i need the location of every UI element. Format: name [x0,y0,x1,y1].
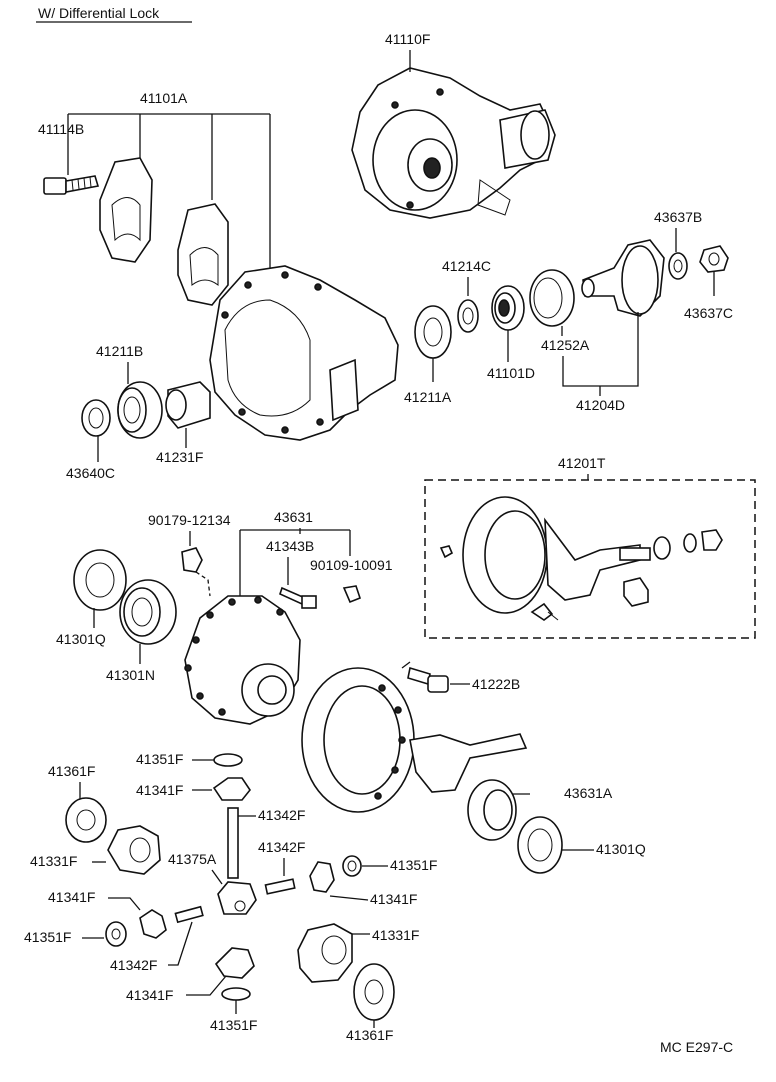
pinion-41341F-d [214,947,255,979]
pin-41342F-c [174,905,204,924]
carrier-housing-41101A [209,265,399,441]
label-41341F-b: 41341F [370,891,417,907]
washer-41361F-a [65,797,107,843]
bearing-41301N [119,579,177,645]
carrier-assembly-41110F [351,67,556,219]
label-43631A: 43631A [564,785,613,801]
label-41351F-b: 41351F [390,857,437,873]
ring-gear [301,667,528,813]
label-41211A: 41211A [404,389,452,405]
label-41101D: 41101D [487,365,535,381]
bolt-90179-12134 [181,547,203,573]
bearing-41211A [414,305,452,359]
pin-41342F-b [264,878,296,895]
label-41351F-c: 41351F [24,929,71,945]
label-41101A: 41101A [140,90,188,106]
bearing-race-41252A [529,269,575,327]
diff-case-43631 [184,595,301,725]
washer-43637B [668,252,688,280]
seal-43640C [81,399,111,437]
diagram-title: W/ Differential Lock [38,5,160,21]
label-90179-12134: 90179-12134 [148,512,231,528]
pinion-41341F-c [139,909,167,939]
bearing-43631A [467,779,517,841]
bearing-cap-1 [99,157,153,263]
side-gear-41331F-a [107,825,161,875]
bolt-90109-10091 [342,585,361,604]
washer-41351F-d [221,987,251,1001]
label-41342F-c: 41342F [110,957,157,973]
label-41342F-a: 41342F [258,807,305,823]
label-43631: 43631 [274,509,313,525]
block-41375A [217,881,257,915]
ring-pinion-kit-41201T [439,496,723,621]
label-41301Q-a: 41301Q [56,631,106,647]
label-41351F-d: 41351F [210,1017,257,1033]
label-41342F-b: 41342F [258,839,305,855]
label-41231F: 41231F [156,449,203,465]
seal-41301Q-b [517,816,563,874]
washer-41361F-b [353,963,395,1021]
label-41301Q-b: 41301Q [596,841,646,857]
label-41343B: 41343B [266,538,314,554]
label-41201T: 41201T [558,455,606,471]
label-41252A: 41252A [541,337,590,353]
bolt-41114B [43,175,100,195]
label-41211B: 41211B [96,343,143,359]
washer-41351F-c [105,921,127,947]
kit-41201T-box [424,479,756,639]
label-41204D: 41204D [576,397,625,413]
label-41214C: 41214C [442,258,491,274]
bearing-41211B [117,381,163,439]
label-41222B: 41222B [472,676,520,692]
bearing-41101D [491,285,525,331]
bearing-cap-2 [177,203,229,306]
label-41301N: 41301N [106,667,155,683]
footer-code: MC E297-C [660,1039,733,1055]
washer-41351F-b [342,855,362,877]
label-41331F-b: 41331F [372,927,419,943]
label-41361F-a: 41361F [48,763,95,779]
washer-41351F-a [213,753,243,767]
label-43637B: 43637B [654,209,702,225]
label-41351F-a: 41351F [136,751,183,767]
nut-43637C [699,245,729,273]
bolt-41343B [279,586,317,609]
pinion-41341F-a [212,777,251,801]
spacer-41214C [457,299,479,333]
pin-41342F-a [227,807,239,879]
bolt-41222B [407,666,449,693]
label-41341F-a: 41341F [136,782,183,798]
side-gear-41331F-b [297,923,353,983]
label-41110F: 41110F [385,31,430,47]
label-43637C: 43637C [684,305,733,321]
label-90109-10091: 90109-10091 [310,557,393,573]
seal-41301Q [73,549,127,611]
label-41331F-a: 41331F [30,853,77,869]
sleeve-41231F [165,381,211,429]
label-41114B: 41114B [38,121,84,137]
label-41341F-d: 41341F [126,987,173,1003]
flange-41204D [581,239,665,317]
label-41375A: 41375A [168,851,217,867]
label-41361F-b: 41361F [346,1027,393,1043]
pinion-41341F-b [309,861,335,893]
label-41341F-c: 41341F [48,889,95,905]
label-43640C: 43640C [66,465,115,481]
